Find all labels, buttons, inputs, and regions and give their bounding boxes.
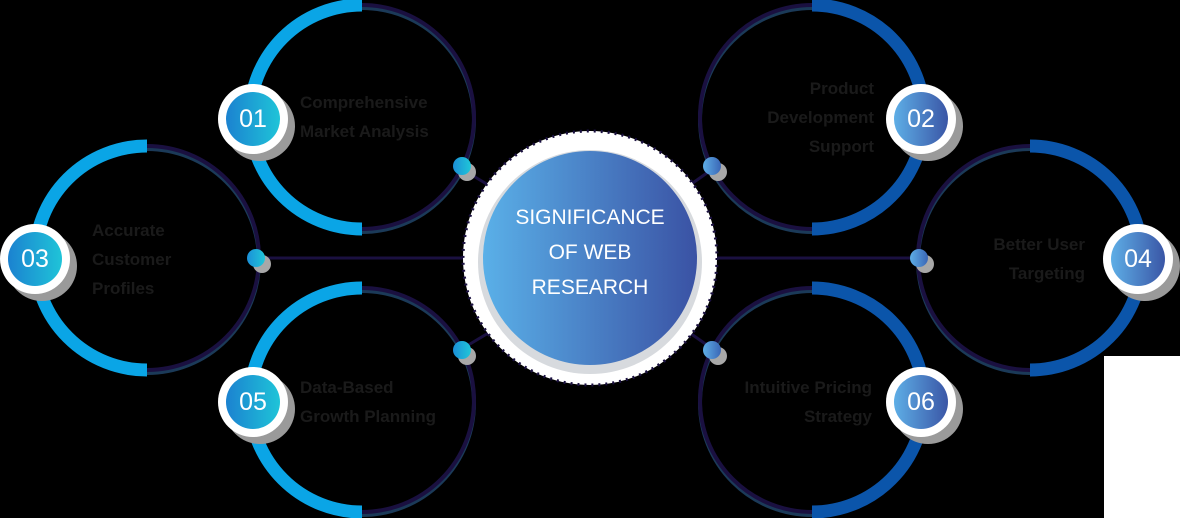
label-line: Development [767,108,874,127]
label-line: Market Analysis [300,122,429,141]
label-line: Targeting [1008,264,1085,283]
label-line: Strategy [803,407,872,426]
item-label-01: Comprehensive Market Analysis [300,88,429,146]
item-label-06: Intuitive Pricing Strategy [744,373,872,431]
badge-number: 06 [894,375,948,429]
number-badge-05: 05 [218,367,288,437]
center-title-line: OF WEB [548,241,632,264]
badge-number: 04 [1111,232,1165,286]
item-label-04: Better User Targeting [993,230,1085,288]
item-label-03: Accurate Customer Profiles [92,216,171,303]
number-badge-01: 01 [218,84,288,154]
badge-number: 02 [894,92,948,146]
label-line: Accurate [92,221,165,240]
number-badge-04: 04 [1103,224,1173,294]
number-badge-03: 03 [0,224,70,294]
label-line: Better User [993,235,1085,254]
number-badge-06: 06 [886,367,956,437]
label-line: Intuitive Pricing [744,378,872,397]
badge-number: 01 [226,92,280,146]
center-title-line: RESEARCH [531,276,649,299]
label-line: Profiles [92,279,155,298]
center-hub [461,129,719,387]
label-line: Customer [92,250,172,269]
item-label-05: Data-Based Growth Planning [300,373,436,431]
label-line: Comprehensive [300,93,428,112]
badge-number: 03 [8,232,62,286]
center-title: SIGNIFICANCE OF WEB RESEARCH [480,200,700,305]
label-line: Data-Based [300,378,394,397]
item-label-02: Product Development Support [767,74,874,161]
center-title-line: SIGNIFICANCE [515,206,665,229]
label-line: Growth Planning [300,407,436,426]
connector-dots [247,157,934,365]
label-line: Product [809,79,874,98]
number-badge-02: 02 [886,84,956,154]
badge-number: 05 [226,375,280,429]
label-line: Support [808,137,874,156]
white-rectangle [1104,356,1180,518]
